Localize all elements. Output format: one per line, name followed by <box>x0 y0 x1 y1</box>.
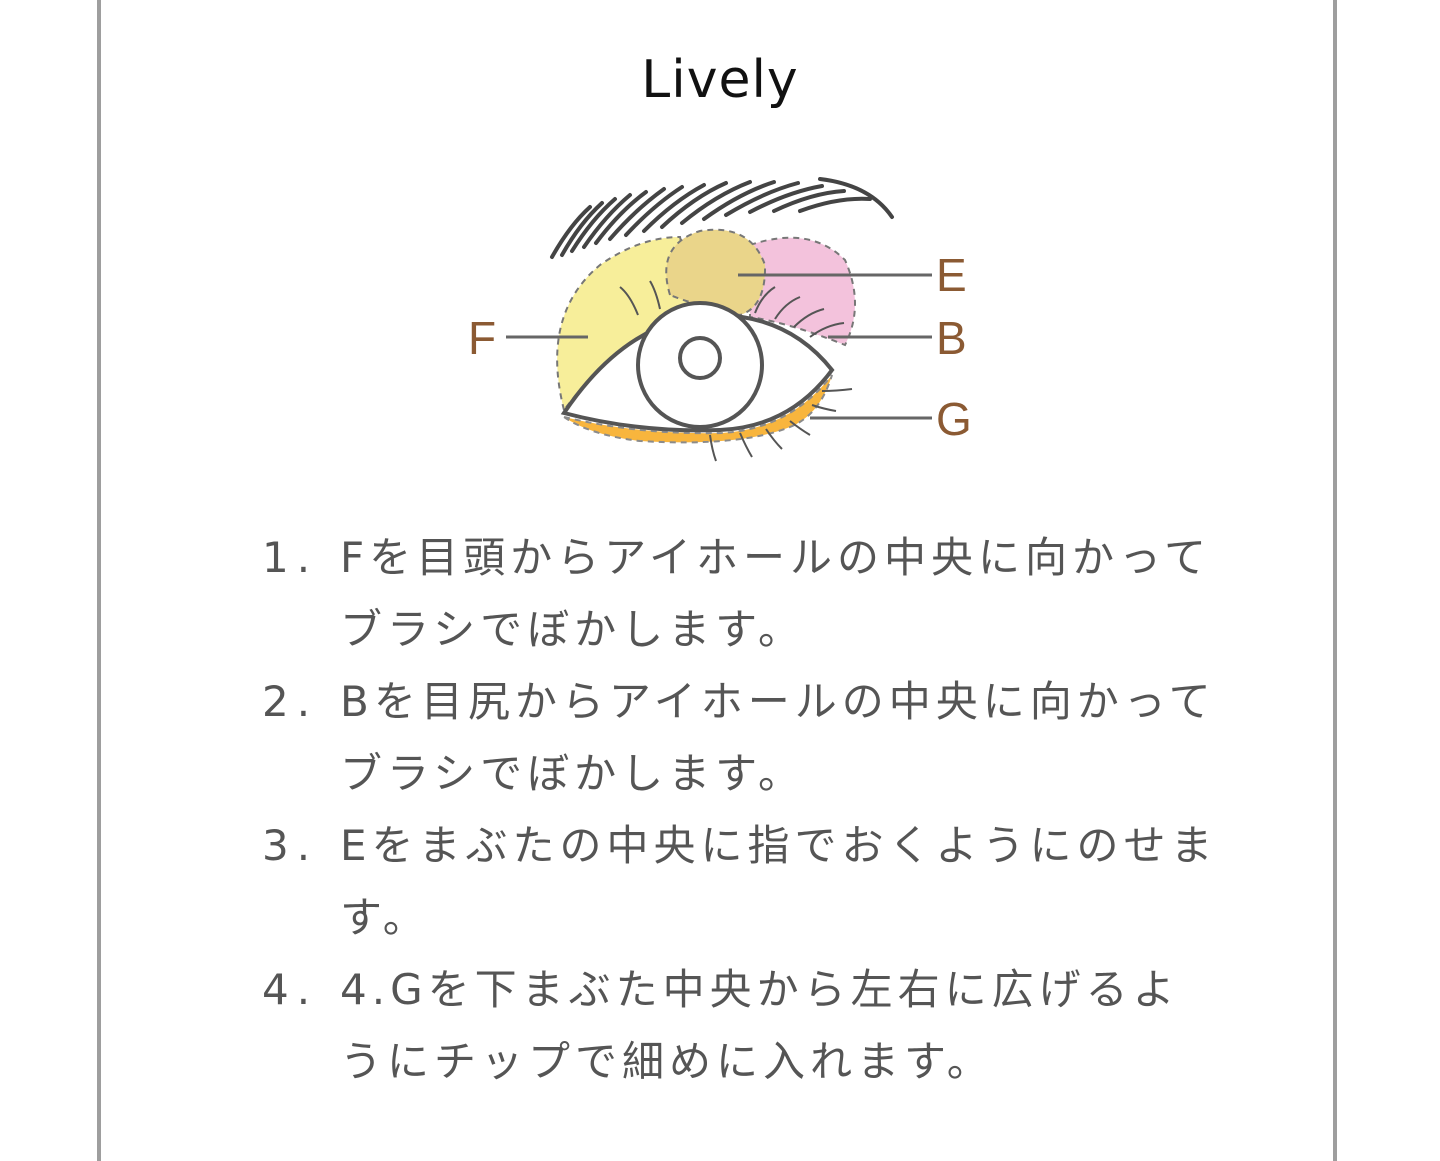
upper-lashes <box>619 280 845 338</box>
page-title: Lively <box>641 50 799 110</box>
lower-lashes <box>709 388 853 462</box>
step-text: Eをまぶたの中央に指でおくようにのせま す。 <box>340 821 1218 942</box>
step-number: 3. <box>262 821 319 870</box>
instruction-list: 1. Fを目頭からアイホールの中央に向かって ブラシでぼかします。 2. Bを目… <box>262 522 1262 1098</box>
label-b: B <box>936 312 967 364</box>
step-number: 1. <box>262 533 319 582</box>
zone-g <box>563 374 833 444</box>
instruction-step-4: 4. 4.Gを下まぶた中央から左右に広げるよ うにチップで細めに入れます。 <box>262 954 1262 1098</box>
step-text: Fを目頭からアイホールの中央に向かって ブラシでぼかします。 <box>340 533 1211 654</box>
label-e: E <box>936 249 967 301</box>
label-g: G <box>936 393 972 445</box>
instruction-step-2: 2. Bを目尻からアイホールの中央に向かって ブラシでぼかします。 <box>262 666 1262 810</box>
step-text: Bを目尻からアイホールの中央に向かって ブラシでぼかします。 <box>340 677 1216 798</box>
step-text: 4.Gを下まぶた中央から左右に広げるよ うにチップで細めに入れます。 <box>340 965 1180 1086</box>
instruction-step-3: 3. Eをまぶたの中央に指でおくようにのせま す。 <box>262 810 1262 954</box>
step-number: 2. <box>262 677 319 726</box>
instruction-step-1: 1. Fを目頭からアイホールの中央に向かって ブラシでぼかします。 <box>262 522 1262 666</box>
pupil <box>678 336 722 380</box>
step-number: 4. <box>262 965 319 1014</box>
zone-f <box>556 235 700 413</box>
eyebrow <box>550 177 894 259</box>
label-f: F <box>468 312 496 364</box>
leader-lines <box>506 273 932 420</box>
eye-makeup-diagram: E B F G <box>468 177 972 462</box>
content-frame <box>97 0 1337 1161</box>
